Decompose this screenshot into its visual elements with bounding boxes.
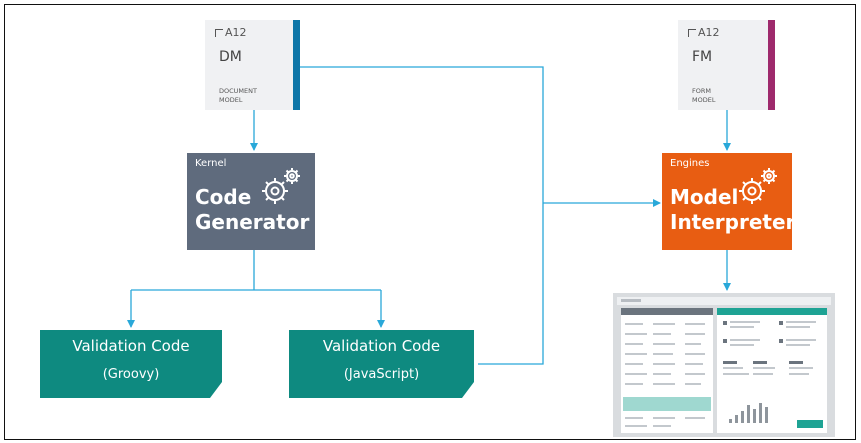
arrow-to-groovy [131, 289, 381, 327]
validation-code-javascript: Validation Code (JavaScript) [289, 330, 474, 398]
code-language: (Groovy) [102, 367, 160, 382]
model-abbr: DM [219, 49, 242, 65]
code-label: Validation Code [322, 337, 441, 355]
a12-logo-icon [688, 28, 696, 37]
a12-logo-icon [215, 28, 223, 37]
line-dm-to-junction [300, 66, 544, 365]
tile-category: Engines [670, 158, 710, 169]
tile-category: Kernel [195, 158, 227, 169]
a12-brand: A12 [688, 26, 720, 39]
code-language: (JavaScript) [343, 367, 420, 382]
model-color-bar [293, 20, 300, 110]
code-label: Validation Code [72, 337, 190, 355]
application-screenshot-icon [613, 293, 835, 437]
model-color-bar [768, 20, 775, 110]
validation-code-groovy: Validation Code (Groovy) [40, 330, 222, 398]
gear-icon [739, 168, 777, 204]
model-abbr: FM [692, 49, 713, 65]
a12-brand: A12 [215, 26, 247, 39]
gear-icon [262, 168, 300, 204]
